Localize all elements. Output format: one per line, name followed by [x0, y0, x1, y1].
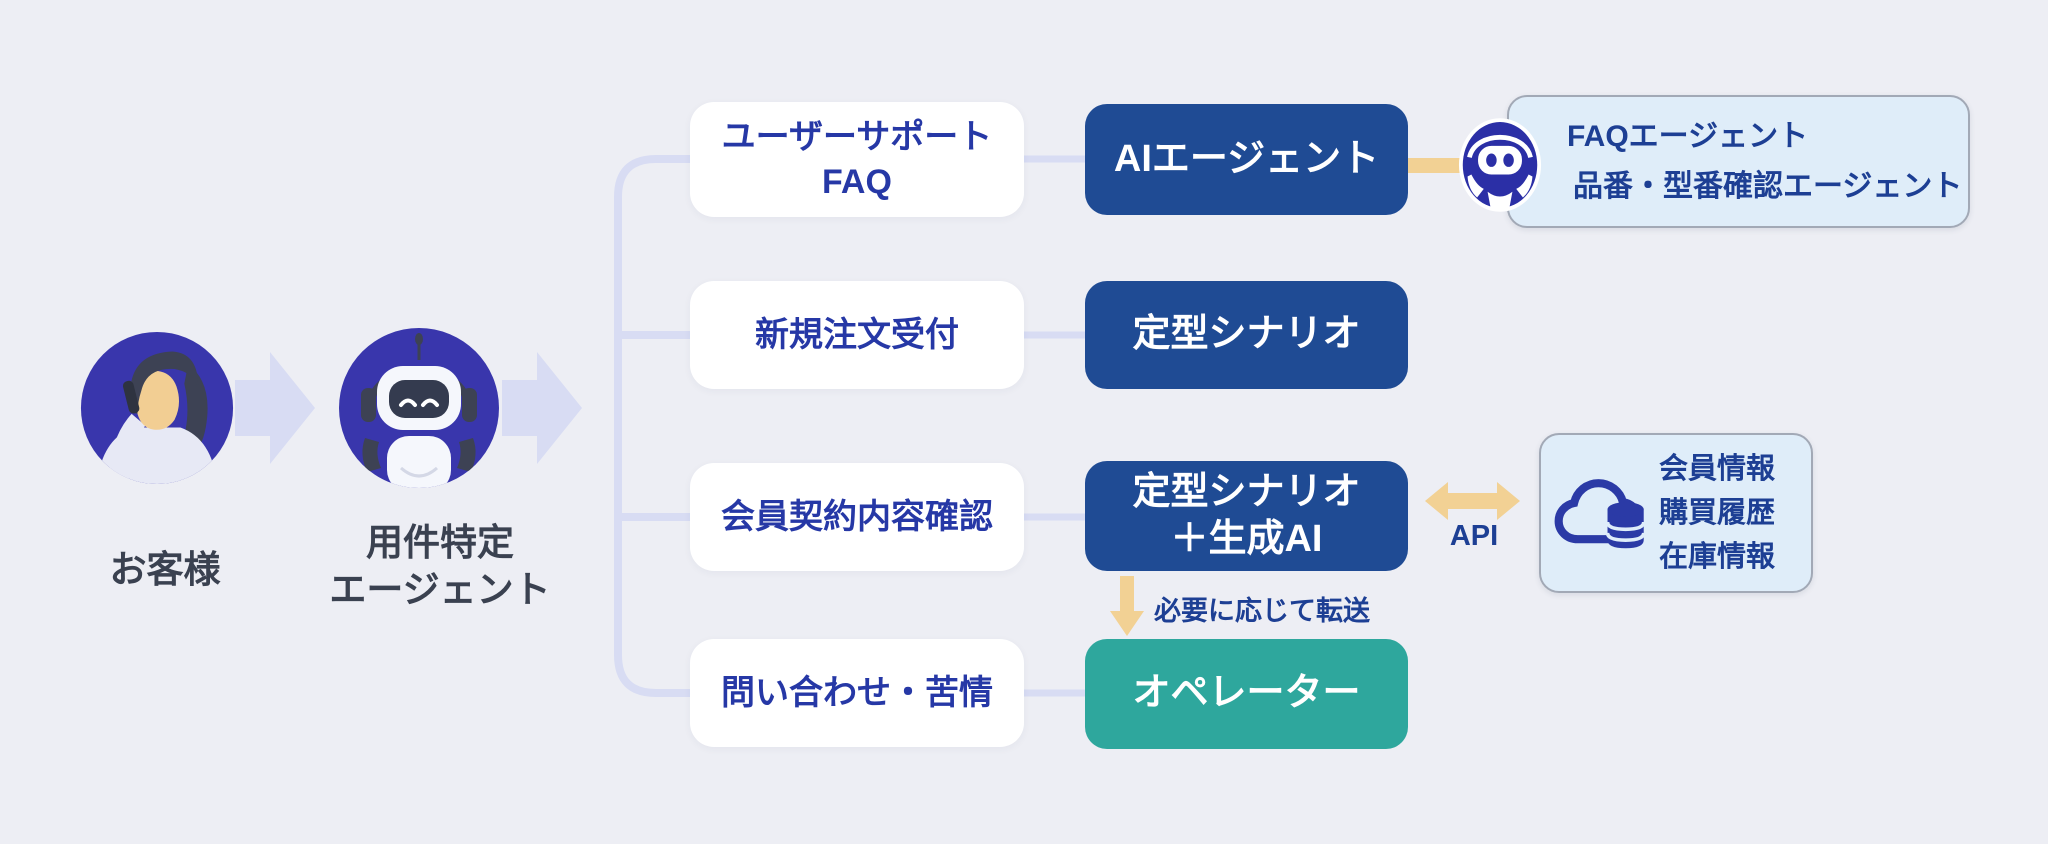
cloud-database-icon — [1554, 479, 1646, 549]
handler-box-fixed-scenario: 定型シナリオ — [1085, 281, 1408, 389]
faq-agents-line: FAQエージェント — [1567, 119, 1809, 153]
category-box-membership-contract: 会員契約内容確認 — [690, 463, 1024, 571]
category-box-inquiry-complaint: 問い合わせ・苦情 — [690, 639, 1024, 747]
handler-label: オペレーター — [1132, 672, 1361, 715]
handler-label: 定型シナリオ — [1132, 313, 1361, 356]
handler-box-operator: オペレーター — [1085, 639, 1408, 749]
transfer-label: 必要に応じて転送 — [1154, 596, 1370, 626]
api-label: API — [1449, 520, 1499, 552]
customer-label: お客様 — [109, 549, 221, 590]
woman-on-phone-icon — [80, 331, 234, 485]
category-box-user-support-faq: ユーザーサポート FAQ — [690, 102, 1024, 217]
data-source-line: 在庫情報 — [1659, 541, 1776, 573]
yellow-connector — [1408, 158, 1462, 173]
routing-agent-avatar — [337, 326, 501, 490]
data-source-line: 購買履歴 — [1659, 497, 1776, 529]
category-label: ユーザーサポート FAQ — [721, 118, 993, 201]
category-label: 会員契約内容確認 — [721, 497, 993, 536]
right-arrow-icon — [235, 352, 315, 464]
tree-connector — [614, 155, 690, 697]
robot-head-badge-icon — [1458, 116, 1542, 214]
api-double-arrow-icon — [1425, 482, 1520, 520]
handler-label: AIエージェント — [1113, 137, 1380, 180]
transfer-down-arrow-icon — [1110, 576, 1144, 636]
handler-box-scenario-genai: 定型シナリオ ＋生成AI — [1085, 461, 1408, 571]
category-label: 新規注文受付 — [755, 315, 959, 354]
data-source-line: 会員情報 — [1659, 453, 1776, 485]
faq-agents-annotation-box: FAQエージェント 品番・型番確認エージェント — [1507, 95, 1970, 228]
data-sources-annotation-box: 会員情報 購買履歴 在庫情報 — [1539, 433, 1813, 593]
customer-avatar — [79, 330, 235, 486]
routing-agent-label: 用件特定 エージェント — [329, 522, 551, 610]
category-label: 問い合わせ・苦情 — [721, 673, 993, 712]
row-connectors — [1024, 155, 1085, 697]
handler-label: 定型シナリオ ＋生成AI — [1132, 470, 1361, 561]
faq-agents-line: 品番・型番確認エージェント — [1573, 169, 1963, 203]
robot-headset-icon — [339, 328, 499, 488]
category-box-new-order: 新規注文受付 — [690, 281, 1024, 389]
right-arrow-icon — [502, 352, 582, 464]
handler-box-ai-agent: AIエージェント — [1085, 104, 1408, 215]
